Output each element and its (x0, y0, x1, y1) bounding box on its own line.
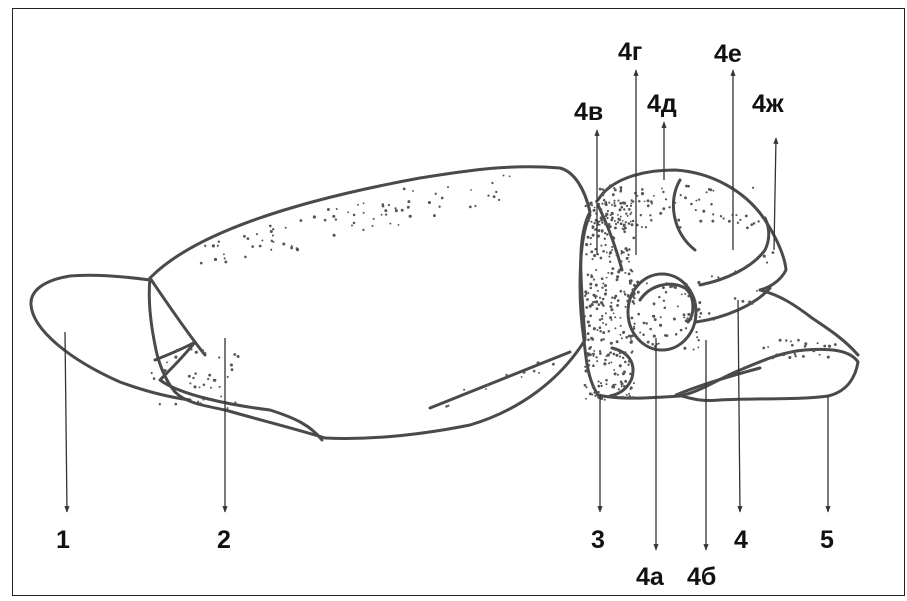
cerebellum-outline (598, 170, 786, 290)
pons-line (676, 368, 760, 395)
label-4v: 4в (574, 100, 603, 125)
label-3: 3 (591, 528, 605, 553)
colliculus-inner (640, 284, 693, 322)
label-4g: 4г (618, 40, 642, 65)
pointer-1 (65, 332, 67, 512)
label-4zh: 4ж (752, 92, 784, 117)
midbrain-outline (580, 215, 858, 401)
label-1: 1 (56, 528, 70, 553)
label-5: 5 (820, 528, 834, 553)
label-4a: 4а (636, 565, 664, 590)
rhinal-line (430, 352, 570, 408)
label-4b: 4б (687, 565, 716, 590)
bulb-divider (150, 278, 205, 355)
cerebrum-outline (149, 167, 590, 439)
label-4d: 4д (647, 92, 677, 117)
label-4: 4 (734, 528, 748, 553)
pointer-4zh (774, 138, 776, 250)
cerebellum-fold-1 (673, 180, 695, 250)
label-4e: 4е (714, 42, 742, 67)
cerebellum-fold-3 (696, 288, 770, 322)
label-2: 2 (217, 528, 231, 553)
medulla-outline (760, 290, 858, 355)
pointer-4 (738, 300, 740, 512)
cerebellum-fold-2 (700, 218, 769, 285)
